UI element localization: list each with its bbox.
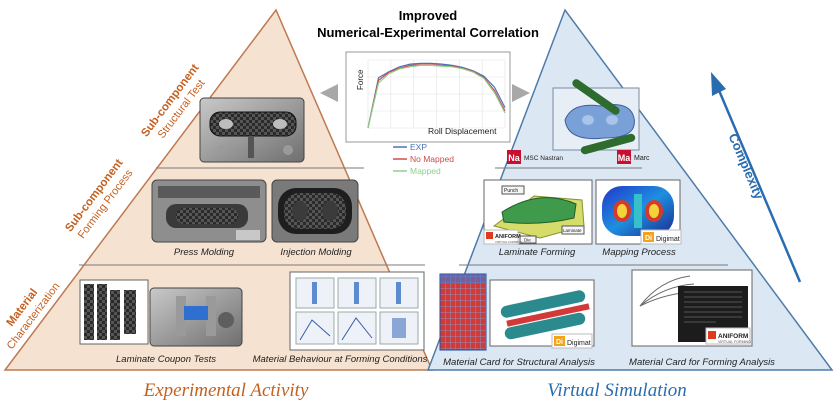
material-behaviour-caption: Material Behaviour at Forming Conditions (253, 354, 428, 365)
press-molding-photo (151, 179, 267, 243)
injection-molding-caption: Injection Molding (280, 247, 352, 258)
title-line-1: Improved (399, 8, 458, 23)
structural-simulation-panel (552, 79, 640, 155)
footer-virtual: Virtual Simulation (547, 380, 687, 401)
chart-frame (345, 51, 511, 143)
complexity-arrow-line (716, 87, 802, 283)
chart-series-group (367, 62, 506, 129)
card-structural-caption: Material Card for Structural Analysis (443, 357, 595, 368)
material-behaviour-panel (289, 271, 425, 351)
laminate-coupon-photo (79, 279, 149, 345)
marc-logo: Ma Marc (617, 150, 650, 164)
mapping-process-panel (595, 179, 681, 245)
structural-card-model (489, 279, 595, 347)
digimat-logo-structural: Di Digimat (551, 333, 593, 349)
chart-series-line (367, 62, 506, 129)
digimat-name-mapping: Digimat (656, 236, 680, 243)
complexity-arrow-head-icon (711, 72, 726, 96)
laminate-forming-caption: Laminate Forming (499, 247, 576, 258)
msc-nastran-logo: Na MSC Nastran (507, 150, 563, 164)
chart-legend-label: No Mapped (410, 154, 454, 164)
msc-nastran-badge: Na (508, 153, 520, 163)
chart-ylabel: Force (356, 69, 365, 90)
aniform-name-forming: ANIFORM (495, 234, 521, 240)
punch-label: Punch (504, 188, 518, 194)
msc-nastran-name: MSC Nastran (524, 155, 563, 162)
laminate-forming-panel: Punch Laminate Die (483, 179, 593, 245)
chart-legend-label: Mapped (410, 166, 441, 176)
digimat-name-structural: Digimat (567, 340, 591, 347)
card-forming-caption: Material Card for Forming Analysis (629, 357, 775, 368)
correlation-chart: Force Roll Displacement EXP No MappedMapp… (345, 51, 511, 176)
digimat-badge-mapping: Di (645, 235, 652, 242)
left-arrow-icon (320, 84, 338, 102)
chart-xlabel: Roll Displacement (428, 126, 497, 136)
structural-test-photo (199, 97, 305, 163)
mapping-process-caption: Mapping Process (602, 247, 676, 258)
press-molding-caption: Press Molding (174, 247, 235, 258)
chart-series-line (367, 64, 506, 129)
digimat-logo-mapping: Di Digimat (640, 229, 682, 245)
marc-name: Marc (634, 155, 650, 162)
footer-experimental: Experimental Activity (143, 380, 309, 401)
injection-molding-photo (271, 179, 359, 243)
coupon-test-machine-photo (149, 287, 243, 347)
title-line-2: Numerical-Experimental Correlation (317, 25, 539, 40)
aniform-logo-card: ANIFORM VIRTUAL FORMING (705, 327, 751, 345)
aniform-name-card: ANIFORM (718, 333, 748, 340)
complexity-label: Complexity (726, 131, 767, 202)
chart-legend-label: EXP (410, 142, 427, 152)
aniform-sub-forming: VIRTUAL FORMING (495, 240, 523, 244)
right-arrow-icon (512, 84, 530, 102)
digimat-badge-structural: Di (556, 339, 563, 346)
die-label: Die (524, 238, 531, 243)
laminate-label: Laminate (563, 228, 582, 233)
structural-card-mesh (439, 273, 487, 351)
marc-badge: Ma (618, 153, 631, 163)
laminate-coupon-caption: Laminate Coupon Tests (116, 354, 216, 365)
aniform-logo-forming: ANIFORM VIRTUAL FORMING (483, 229, 523, 245)
aniform-sub-card: VIRTUAL FORMING (718, 340, 751, 344)
